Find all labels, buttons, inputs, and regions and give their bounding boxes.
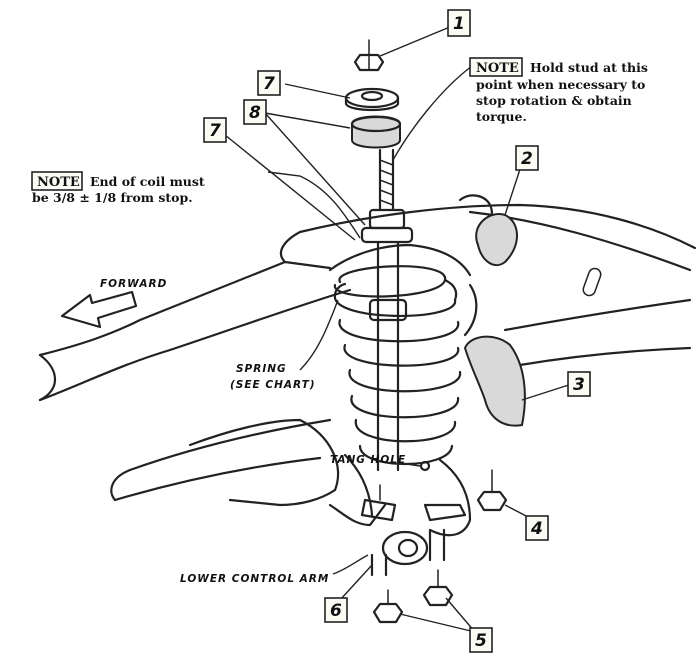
stud-note-line-3: stop rotation & obtain [476, 93, 632, 108]
spring-label: SPRING [236, 363, 287, 375]
svg-text:6: 6 [330, 601, 342, 621]
forward-label: FORWARD [100, 278, 167, 290]
tang-hole-label: TANG HOLE [330, 454, 406, 466]
stud-note-label: NOTE [476, 61, 519, 76]
svg-text:4: 4 [530, 519, 543, 539]
top-hardware-stack [344, 39, 402, 149]
coil-note-line-2: be 3/8 ± 1/8 from stop. [32, 190, 193, 205]
bump-stop [475, 213, 518, 267]
callout-1: 1 [447, 9, 471, 37]
stud-note-line-2: point when necessary to [476, 77, 645, 92]
callout-2: 2 [515, 145, 539, 171]
callout-7-upper: 7 [257, 70, 281, 96]
frame-outline [38, 194, 697, 537]
stud-note-line-1: Hold stud at this [530, 60, 648, 75]
coil-note: NOTE End of coil must be 3/8 ± 1/8 from … [31, 171, 205, 205]
coil-note-label: NOTE [37, 175, 80, 190]
callout-6: 6 [324, 597, 348, 623]
lower-control-arm-label: LOWER CONTROL ARM [180, 573, 329, 585]
svg-text:5: 5 [475, 631, 487, 651]
callout-5: 5 [469, 627, 493, 653]
callout-3: 3 [567, 371, 591, 397]
stud-note-line-4: torque. [476, 109, 527, 124]
svg-text:8: 8 [249, 103, 261, 123]
coil-note-line-1: End of coil must [90, 174, 205, 189]
svg-text:7: 7 [263, 74, 275, 94]
spring-see-chart-label: (SEE CHART) [230, 379, 316, 391]
forward-arrow-icon: FORWARD [60, 278, 167, 329]
svg-text:2: 2 [521, 149, 533, 169]
stud-note: NOTE Hold stud at this point when necess… [469, 57, 648, 124]
svg-text:1: 1 [453, 14, 465, 34]
callout-7-lower: 7 [203, 117, 227, 143]
svg-text:7: 7 [209, 121, 221, 141]
svg-text:3: 3 [573, 375, 585, 395]
shield [463, 335, 526, 427]
callout-4: 4 [525, 515, 549, 541]
callout-8: 8 [243, 99, 267, 125]
